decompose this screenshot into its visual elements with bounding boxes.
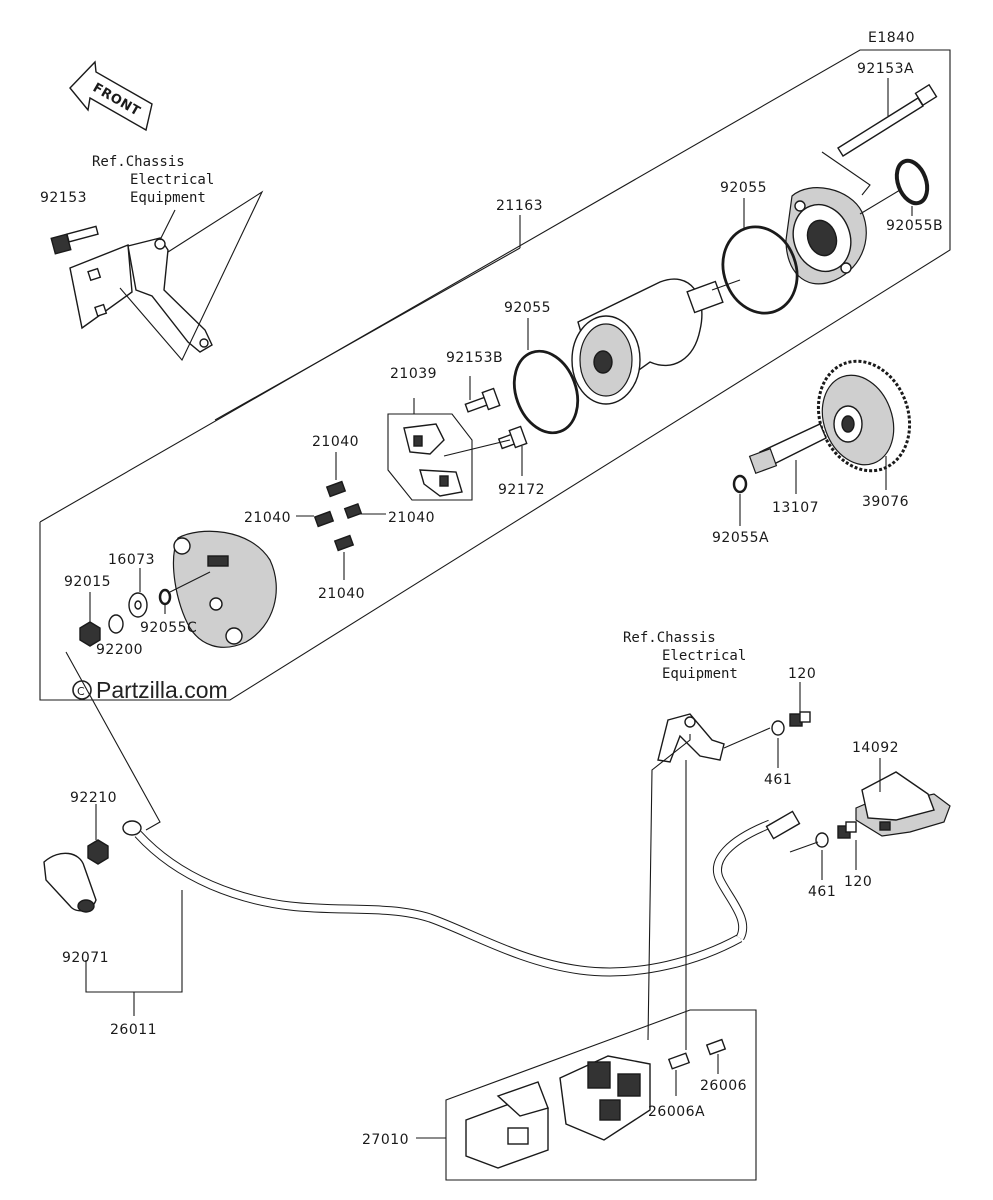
brush-holder-group — [387, 413, 473, 501]
relay-cover-14092 — [855, 771, 951, 837]
relay-body — [559, 1055, 651, 1141]
ref-top-line3: Equipment — [130, 190, 206, 206]
part-26006A: 26006A — [648, 1104, 705, 1120]
screw-92172 — [497, 425, 528, 450]
part-16073: 16073 — [108, 552, 155, 568]
part-92172: 92172 — [498, 482, 545, 498]
part-27010: 27010 — [362, 1132, 409, 1148]
part-92153A: 92153A — [857, 61, 914, 77]
fuse-26006 — [705, 1038, 727, 1056]
oring-92055A — [732, 474, 748, 494]
brush-holder-21039 — [403, 423, 463, 497]
part-92200: 92200 — [96, 642, 143, 658]
part-39076: 39076 — [862, 494, 909, 510]
washer-92200 — [108, 614, 124, 634]
svg-text:C: C — [77, 685, 85, 698]
part-21040-c: 21040 — [388, 510, 435, 526]
chassis-bracket-top — [69, 237, 213, 353]
screw-92153B — [464, 387, 501, 413]
part-92055A: 92055A — [712, 530, 769, 546]
ref-mid-line3: Equipment — [662, 666, 738, 682]
ref-top-line1: Ref.Chassis — [92, 154, 185, 170]
battery-cable-26011 — [122, 810, 801, 977]
nut-92210 — [87, 839, 109, 865]
watermark-text: Partzilla.com — [96, 677, 228, 703]
part-21040-a: 21040 — [312, 434, 359, 450]
part-26011: 26011 — [110, 1022, 157, 1038]
end-cover — [785, 187, 867, 285]
part-92055-top: 92055 — [720, 180, 767, 196]
washer-461-top — [771, 720, 785, 736]
oring-92055B — [894, 158, 930, 206]
cable-group-lines — [65, 651, 161, 831]
oring-92055-mid — [512, 349, 580, 435]
part-92015: 92015 — [64, 574, 111, 590]
part-92055C: 92055C — [140, 620, 197, 636]
bracket-top-group-lines — [119, 190, 264, 361]
diagram-code: E1840 — [868, 30, 915, 46]
bolt-120-bot — [837, 821, 857, 839]
part-14092: 14092 — [852, 740, 899, 756]
motor-group-outline — [39, 49, 951, 701]
part-21040-d: 21040 — [318, 586, 365, 602]
washer-16073 — [128, 592, 148, 618]
rear-cover — [172, 530, 277, 648]
oring-92055-top — [721, 225, 799, 315]
ref-mid-line1: Ref.Chassis — [623, 630, 716, 646]
part-21040-b: 21040 — [244, 510, 291, 526]
shaft-13107 — [748, 423, 827, 474]
bolt-92153 — [50, 225, 99, 255]
ref-top-line2: Electrical — [130, 172, 214, 188]
washer-461-bot — [815, 832, 829, 848]
part-21163: 21163 — [496, 198, 543, 214]
oring-92055C — [158, 588, 172, 606]
part-92153B: 92153B — [446, 350, 503, 366]
part-92055-mid: 92055 — [504, 300, 551, 316]
part-92055B: 92055B — [886, 218, 943, 234]
boot-92071 — [43, 852, 97, 913]
part-13107: 13107 — [772, 500, 819, 516]
bolt-120-top — [789, 711, 811, 727]
part-92153: 92153 — [40, 190, 87, 206]
part-92071: 92071 — [62, 950, 109, 966]
part-26006: 26006 — [700, 1078, 747, 1094]
fuse-26006A — [667, 1052, 691, 1070]
part-461-top: 461 — [764, 772, 792, 788]
group-inner-divider — [214, 247, 521, 421]
gear-39076 — [816, 359, 912, 473]
part-120-top: 120 — [788, 666, 816, 682]
part-21039: 21039 — [390, 366, 437, 382]
ref-mid-line2: Electrical — [662, 648, 746, 664]
springs-21040 — [313, 480, 363, 552]
chassis-bracket-mid — [657, 713, 725, 763]
front-arrow-icon: FRONT — [69, 60, 153, 132]
partzilla-watermark: C Partzilla.com — [72, 677, 228, 703]
part-92210: 92210 — [70, 790, 117, 806]
starter-motor-body — [571, 278, 741, 405]
relay-group-outline — [445, 1009, 757, 1181]
long-bolt-92153A — [837, 83, 938, 157]
starter-relay-27010 — [465, 1081, 549, 1169]
part-120-bot: 120 — [844, 874, 872, 890]
part-461-bot: 461 — [808, 884, 836, 900]
